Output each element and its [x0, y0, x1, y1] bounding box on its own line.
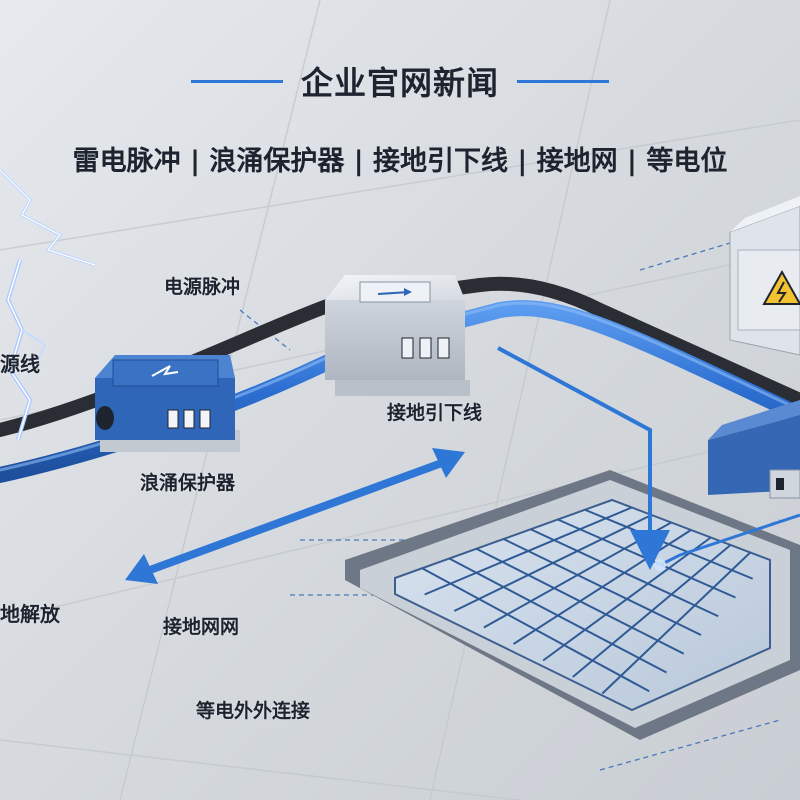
grid-line — [424, 506, 633, 596]
surge-protector-box-2 — [325, 275, 470, 396]
surge-protector-box-1 — [95, 355, 240, 452]
grid-line — [601, 551, 751, 695]
discharge-arrow — [125, 448, 465, 584]
down-conductor-arrow — [497, 346, 670, 570]
grid-line — [542, 536, 712, 662]
electrical-cabinet — [729, 196, 800, 356]
grid-line — [453, 514, 652, 612]
lightning-bolt-icon — [0, 168, 96, 441]
high-voltage-warning-icon — [762, 269, 800, 305]
junction-box-right — [708, 400, 800, 499]
grid-line — [572, 544, 732, 678]
equipotential-link-arrow — [659, 513, 800, 567]
